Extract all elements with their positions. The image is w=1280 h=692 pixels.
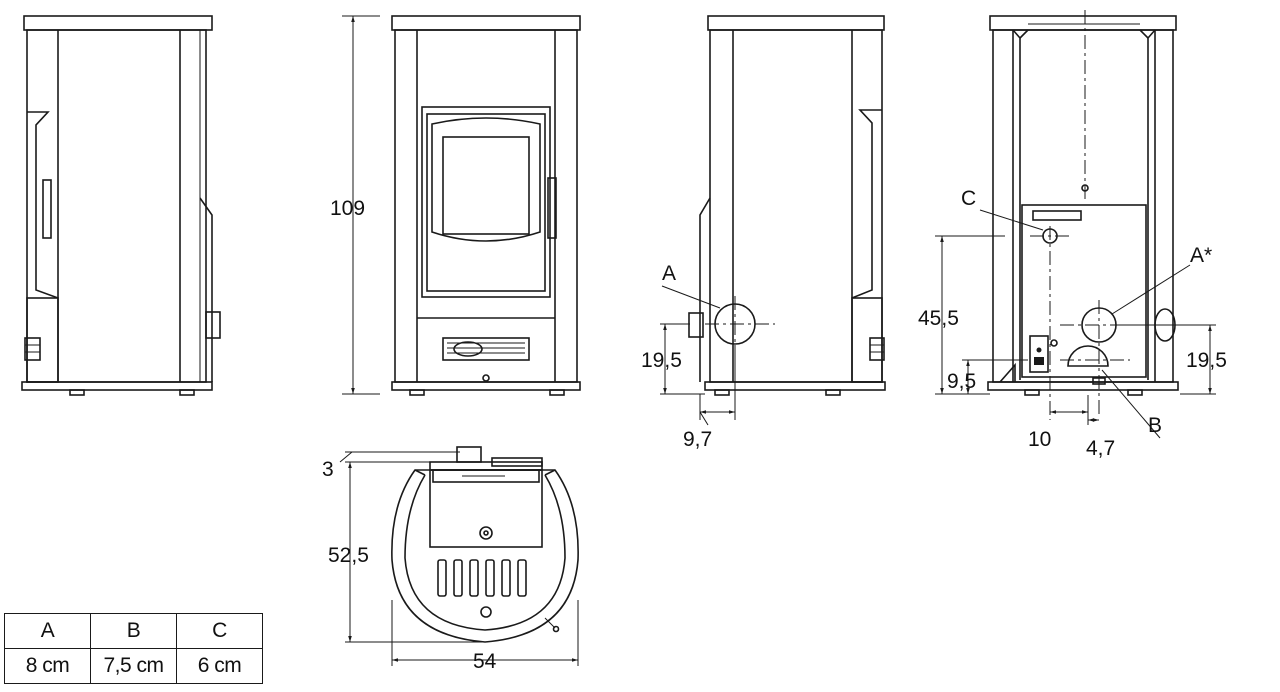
dim-height: 109 bbox=[330, 15, 380, 395]
rear-dim-b-height: 9,5 bbox=[947, 370, 976, 393]
right-side-view: A 19,5 9,7 bbox=[641, 15, 886, 451]
top-dim-width: 54 bbox=[473, 650, 497, 673]
rear-dim-b-offset: 10 bbox=[1028, 428, 1051, 451]
left-side-view bbox=[21, 15, 221, 396]
rear-dim-c-height: 45,5 bbox=[918, 307, 959, 330]
rear-dim-a-height: 19,5 bbox=[1186, 349, 1227, 372]
dim-height-label: 109 bbox=[330, 197, 365, 220]
table-header-a: A bbox=[4, 613, 91, 649]
spec-table: A B C 8 cm 7,5 cm 6 cm bbox=[4, 613, 263, 684]
table-header-b: B bbox=[90, 613, 177, 649]
table-header-c: C bbox=[176, 613, 263, 649]
table-row: A B C bbox=[4, 613, 263, 649]
table-value-c: 6 cm bbox=[176, 648, 263, 684]
top-dim-offset: 3 bbox=[322, 458, 334, 481]
rear-label-b: B bbox=[1148, 414, 1162, 437]
top-dim-depth: 52,5 bbox=[328, 544, 369, 567]
side-label-a: A bbox=[662, 262, 676, 285]
front-view bbox=[391, 15, 581, 396]
side-dim-flue-offset: 9,7 bbox=[683, 428, 712, 451]
table-row: 8 cm 7,5 cm 6 cm bbox=[4, 648, 263, 684]
rear-label-c: C bbox=[961, 187, 976, 210]
rear-view: C A* B 45,5 9,5 19,5 10 4,7 bbox=[918, 10, 1227, 460]
table-value-b: 7,5 cm bbox=[90, 648, 177, 684]
table-value-a: 8 cm bbox=[4, 648, 91, 684]
rear-dim-b-distance: 4,7 bbox=[1086, 437, 1115, 460]
rear-label-a-star: A* bbox=[1190, 244, 1212, 267]
top-view: 3 52,5 54 bbox=[322, 446, 579, 673]
side-dim-flue-height: 19,5 bbox=[641, 349, 682, 372]
